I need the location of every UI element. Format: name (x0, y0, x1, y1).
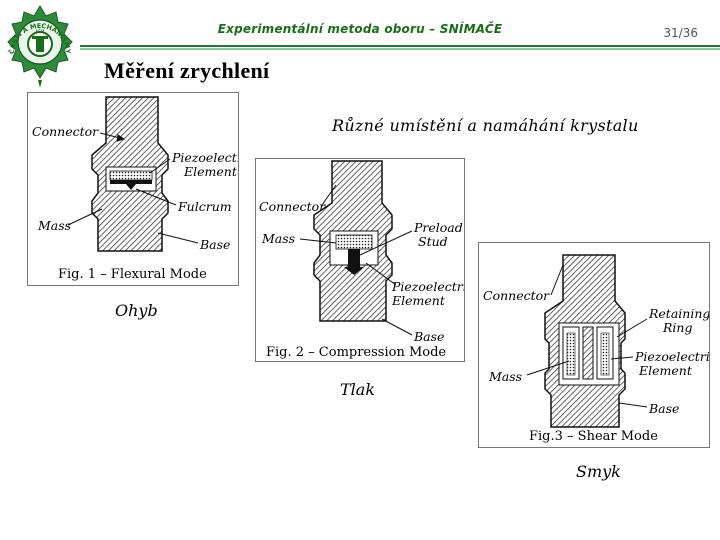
logo-inner-text: KČM (36, 29, 45, 34)
label-connector: Connector (483, 288, 550, 303)
label-base: Base (200, 237, 231, 252)
label-mass: Mass (262, 231, 296, 246)
label-ring: Ring (663, 320, 693, 335)
label-base: Base (414, 329, 445, 344)
label-element: Element (639, 363, 692, 378)
label-piezoelectric: Piezoelectric (392, 279, 464, 294)
slide-title: Měření zrychlení (104, 58, 270, 83)
label-element: Element (184, 164, 237, 179)
header-rule-accent (80, 48, 720, 50)
page-number: 31/36 (663, 26, 698, 40)
figure-caption: Fig.3 – Shear Mode (529, 429, 658, 444)
figure-flexural-mode: Connector Piezoelectric Element Fulcrum … (27, 92, 239, 286)
label-piezoelectric: Piezoelectric (635, 349, 710, 364)
figure-compression-mode: Connector Preload Stud Mass Piezoelectri… (255, 158, 465, 362)
label-preload: Preload (414, 220, 463, 235)
header-rule (80, 45, 720, 47)
label-connector: Connector (259, 199, 326, 214)
label-stud: Stud (418, 234, 448, 249)
label-mass: Mass (38, 218, 72, 233)
label-element: Element (392, 293, 445, 308)
label-mass: Mass (489, 369, 523, 384)
mode-label-tlak: Tlak (340, 380, 376, 399)
mode-label-smyk: Smyk (576, 462, 621, 481)
label-fulcrum: Fulcrum (178, 199, 232, 214)
figure-caption: Fig. 2 – Compression Mode (266, 345, 447, 360)
slide-subtitle: Různé umístění a namáhání krystalu (332, 116, 639, 135)
university-logo: ČÁSTI A MECHANISMY STROJŮ KČM (2, 2, 73, 88)
label-connector: Connector (32, 124, 99, 139)
label-piezoelectric: Piezoelectric (172, 150, 238, 165)
mode-label-ohyb: Ohyb (115, 301, 158, 320)
figure-caption: Fig. 1 – Flexural Mode (58, 267, 207, 282)
label-base: Base (649, 401, 680, 416)
label-retaining: Retaining (649, 306, 710, 321)
figure-shear-mode: Connector Retaining Ring Piezoelectric E… (478, 242, 710, 448)
header-title: Experimentální metoda oboru – SNÍMAČE (217, 22, 503, 36)
